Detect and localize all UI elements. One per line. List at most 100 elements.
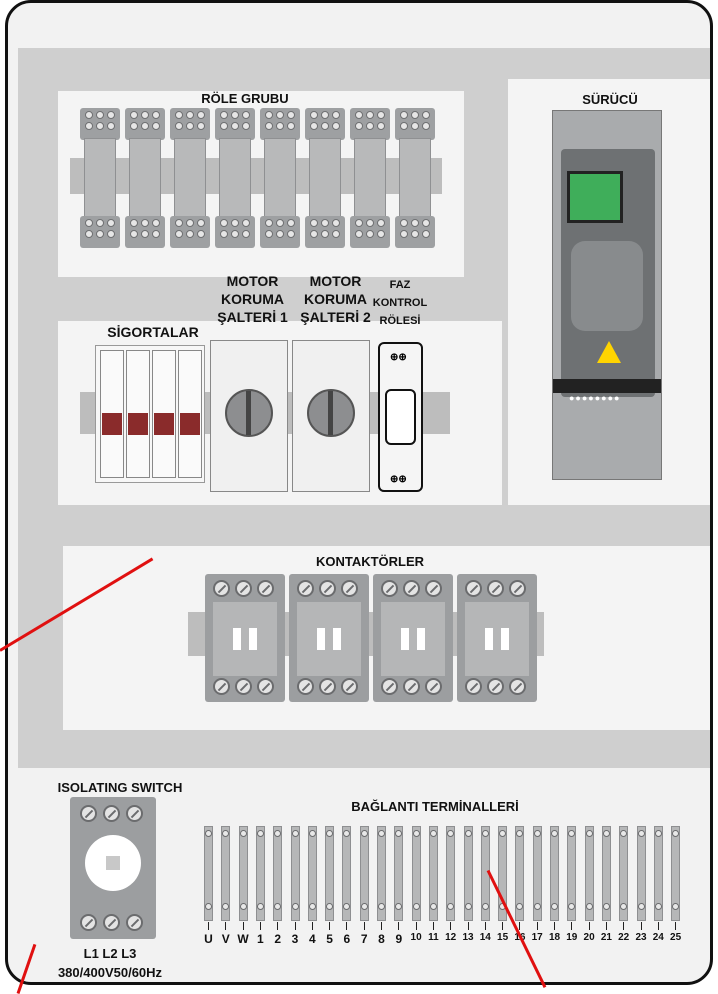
switch-rating-label: 380/400V50/60Hz: [57, 965, 163, 980]
terminal: [290, 826, 300, 921]
terminal: [255, 826, 265, 921]
terminal: [636, 826, 646, 921]
screw-icon: [297, 678, 314, 695]
terminal: [653, 826, 663, 921]
terminal-label: 15: [497, 932, 509, 943]
screw-icon: [319, 580, 336, 597]
screw-icon: [213, 580, 230, 597]
relay: [350, 108, 390, 248]
terminal-label: U: [204, 932, 213, 946]
screw-icon: [213, 678, 230, 695]
terminal-label: 21: [600, 932, 612, 943]
terminal: [671, 826, 681, 921]
terminal: [221, 826, 231, 921]
screw-icon: [297, 580, 314, 597]
drive-keypad: [571, 241, 643, 331]
screw-icon: [509, 678, 526, 695]
fuse: [178, 350, 202, 478]
relay: [170, 108, 210, 248]
screw-icon: [465, 678, 482, 695]
screw-icon: [341, 678, 358, 695]
terminal-label: 22: [618, 932, 630, 943]
relay: [260, 108, 300, 248]
fuse-block: [95, 345, 205, 483]
terminal: [273, 826, 283, 921]
relay: [80, 108, 120, 248]
terminal-label: 10: [410, 932, 422, 943]
terminal: [532, 826, 542, 921]
screw-icon: [103, 805, 120, 822]
screw-icon: [257, 678, 274, 695]
terminal: [446, 826, 456, 921]
terminal-label: 8: [378, 932, 385, 946]
screw-icon: [80, 914, 97, 931]
terminal: [325, 826, 335, 921]
terminal: [550, 826, 559, 921]
drive-label: SÜRÜCÜ: [582, 92, 638, 107]
screw-icon: [509, 580, 526, 597]
switch-phases-label: L1 L2 L3: [83, 946, 137, 961]
motor-protection-1-label: MOTOR KORUMA ŞALTERİ 1: [217, 273, 288, 325]
terminal-label: 23: [635, 932, 647, 943]
fuse: [126, 350, 150, 478]
terminal: [359, 826, 369, 921]
terminal: [342, 826, 352, 921]
screw-icon: [465, 580, 482, 597]
screw-icon: [425, 678, 442, 695]
screw-icon: [80, 805, 97, 822]
relay: [125, 108, 165, 248]
terminal: [567, 826, 577, 921]
terminal-label: 11: [428, 932, 439, 943]
contactor: [205, 574, 285, 702]
screw-icon: [319, 678, 336, 695]
terminal-label: 24: [652, 932, 664, 943]
terminal-label: 17: [531, 932, 543, 943]
terminal: [601, 826, 611, 921]
terminal-label: 6: [343, 932, 351, 946]
high-voltage-warning-icon: [597, 341, 621, 363]
terminal-label: 25: [670, 932, 682, 943]
terminal-label: 14: [479, 932, 491, 943]
terminal: [394, 826, 404, 921]
screw-icon: [257, 580, 274, 597]
terminal-label: 18: [548, 932, 561, 943]
contactors-label: KONTAKTÖRLER: [315, 554, 425, 569]
terminal: [307, 826, 317, 921]
drive-display: [567, 171, 623, 223]
screw-icon: [487, 580, 504, 597]
screw-icon: [403, 580, 420, 597]
terminal-label: 7: [360, 932, 368, 946]
motor-protection-switch-2: [292, 340, 370, 492]
screw-icon: [235, 580, 252, 597]
terminal-label: 13: [462, 932, 474, 943]
terminal: [463, 826, 473, 921]
terminal-label: 4: [308, 932, 316, 946]
drive-unit: ●●●●●●●●: [552, 110, 662, 480]
screw-icon: [126, 914, 143, 931]
terminal: [619, 826, 629, 921]
screw-icon: [425, 580, 442, 597]
terminal: [498, 826, 508, 921]
relay: [215, 108, 255, 248]
contactor: [373, 574, 453, 702]
terminal-label: 19: [566, 932, 578, 943]
terminal: [377, 826, 386, 921]
terminal: [238, 826, 248, 921]
relay: [305, 108, 345, 248]
terminal: [204, 826, 213, 921]
screw-icon: [103, 914, 120, 931]
terminal-label: 5: [326, 932, 333, 946]
terminal-label: 20: [583, 932, 595, 943]
isolating-switch-label: ISOLATING SWITCH: [57, 780, 183, 795]
phase-control-label: FAZ KONTROL RÖLESİ: [372, 279, 428, 327]
screw-icon: [403, 678, 420, 695]
fuses-label: SİGORTALAR: [107, 324, 199, 340]
contactor: [457, 574, 537, 702]
relay-group-label: RÖLE GRUBU: [201, 91, 289, 106]
terminal-label: W: [237, 932, 249, 946]
terminal: [584, 826, 594, 921]
terminal: [411, 826, 421, 921]
phase-control-relay: ⊕⊕ ⊕⊕: [378, 342, 423, 492]
screw-icon: [487, 678, 504, 695]
screw-icon: [381, 580, 398, 597]
